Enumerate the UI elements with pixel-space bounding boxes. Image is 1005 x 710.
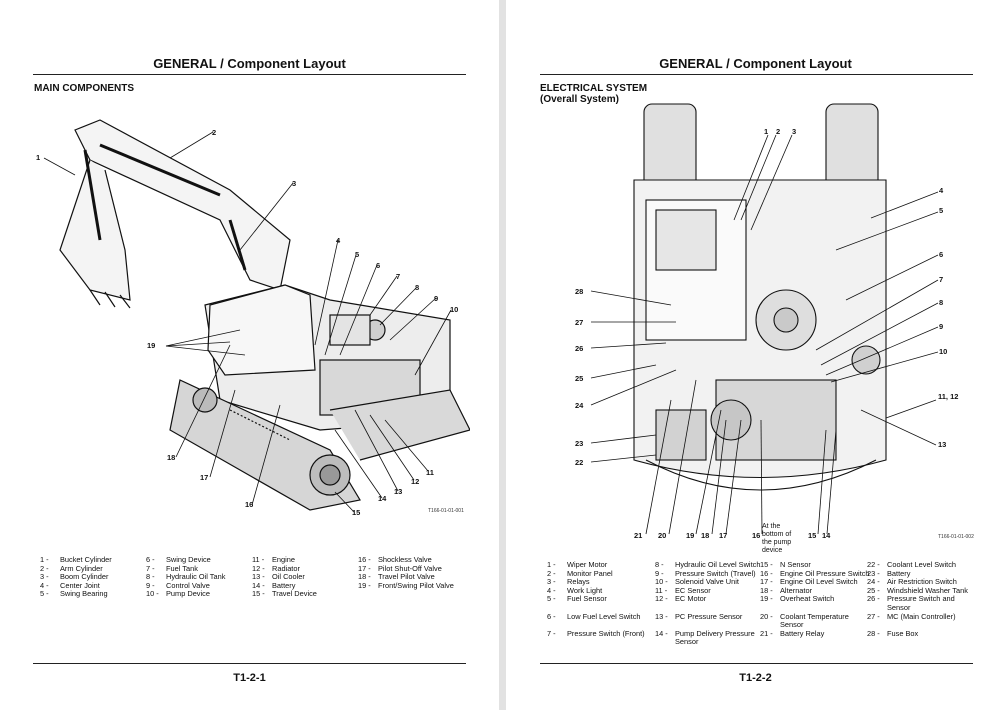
callout-19: 19	[686, 531, 694, 540]
callout-4: 4	[336, 236, 341, 245]
callout-13: 13	[938, 440, 946, 449]
callout-23: 23	[575, 439, 583, 448]
callout-5: 5	[355, 250, 359, 259]
legend-column-4: 22 -Coolant Level Switch 23 -Battery 24 …	[867, 560, 968, 638]
legend-column-2: 8 -Hydraulic Oil Level Switch 9 -Pressur…	[655, 560, 761, 647]
page-gutter	[499, 0, 506, 710]
callout-18: 18	[167, 453, 175, 462]
callout-17: 17	[200, 473, 208, 482]
callout-11-12: 11, 12	[938, 392, 958, 401]
callout-21: 21	[634, 531, 642, 540]
callout-16: 16	[752, 531, 760, 540]
legend-column-1: 1 -Wiper Motor 2 -Monitor Panel 3 -Relay…	[547, 560, 645, 638]
callout-7: 7	[396, 272, 400, 281]
page-number: T1-2-1	[233, 672, 266, 684]
callout-labels: 1 2 3 4 5 6 7 8 9 10 11, 12 13 14 15 16 …	[575, 127, 958, 540]
header-rule	[540, 74, 973, 75]
footer-rule	[540, 663, 973, 664]
legend-column-3: 11 -Engine 12 -Radiator 13 -Oil Cooler 1…	[252, 555, 317, 599]
callout-8: 8	[939, 298, 943, 307]
callout-labels: 1 2 3 4 5 6 7 8 9 10 11 12 13 14 15 16 1…	[36, 128, 458, 517]
page-title: GENERAL / Component Layout	[153, 56, 346, 71]
callout-16: 16	[245, 500, 253, 509]
callout-22: 22	[575, 458, 583, 467]
callout-19: 19	[147, 341, 155, 350]
callout-12: 12	[411, 477, 419, 486]
section-title: MAIN COMPONENTS	[34, 83, 134, 94]
callout-28: 28	[575, 287, 583, 296]
callout-2: 2	[212, 128, 216, 137]
callout-11: 11	[426, 468, 434, 477]
section-title: ELECTRICAL SYSTEM (Overall System)	[540, 83, 648, 105]
excavator-diagram: 1 2 3 4 5 6 7 8 9 10 11 12 13 14 15 16 1…	[36, 119, 470, 517]
right-page: GENERAL / Component Layout ELECTRICAL SY…	[506, 0, 1005, 710]
figure-number: T166-01-01-002	[938, 534, 974, 540]
callout-15: 15	[808, 531, 816, 540]
callout-13: 13	[394, 487, 402, 496]
callout-20: 20	[658, 531, 666, 540]
figure-note: At the bottom of the pump device	[762, 523, 792, 554]
callout-10: 10	[939, 347, 947, 356]
figure-number: T166-01-01-001	[428, 508, 464, 514]
callout-3: 3	[292, 179, 296, 188]
page-number: T1-2-2	[739, 672, 772, 684]
callout-27: 27	[575, 318, 583, 327]
legend-column-1: 1 -Bucket Cylinder 2 -Arm Cylinder 3 -Bo…	[40, 555, 112, 599]
left-page: GENERAL / Component Layout MAIN COMPONEN…	[0, 0, 499, 710]
electrical-system-diagram: 1 2 3 4 5 6 7 8 9 10 11, 12 13 14 15 16 …	[575, 103, 958, 540]
callout-6: 6	[939, 250, 943, 259]
callout-8: 8	[415, 283, 419, 292]
callout-6: 6	[376, 261, 380, 270]
legend-column-2: 6 -Swing Device 7 -Fuel Tank 8 -Hydrauli…	[146, 555, 226, 599]
header-rule	[33, 74, 466, 75]
callout-1: 1	[764, 127, 768, 136]
legend-column-3: 15 -N Sensor 16 -Engine Oil Pressure Swi…	[760, 560, 870, 638]
callout-5: 5	[939, 206, 943, 215]
callout-17: 17	[719, 531, 727, 540]
callout-1: 1	[36, 153, 40, 162]
callout-15: 15	[352, 508, 360, 517]
callout-7: 7	[939, 275, 943, 284]
callout-4: 4	[939, 186, 944, 195]
callout-24: 24	[575, 401, 584, 410]
callout-9: 9	[939, 322, 943, 331]
callout-14: 14	[822, 531, 831, 540]
callout-14: 14	[378, 494, 387, 503]
callout-3: 3	[792, 127, 796, 136]
callout-9: 9	[434, 294, 438, 303]
callout-2: 2	[776, 127, 780, 136]
callout-10: 10	[450, 305, 458, 314]
legend-column-4: 16 -Shockless Valve 17 -Pilot Shut-Off V…	[358, 555, 454, 590]
footer-rule	[33, 663, 466, 664]
callout-18: 18	[701, 531, 709, 540]
callout-25: 25	[575, 374, 583, 383]
page-title: GENERAL / Component Layout	[659, 56, 852, 71]
callout-26: 26	[575, 344, 583, 353]
